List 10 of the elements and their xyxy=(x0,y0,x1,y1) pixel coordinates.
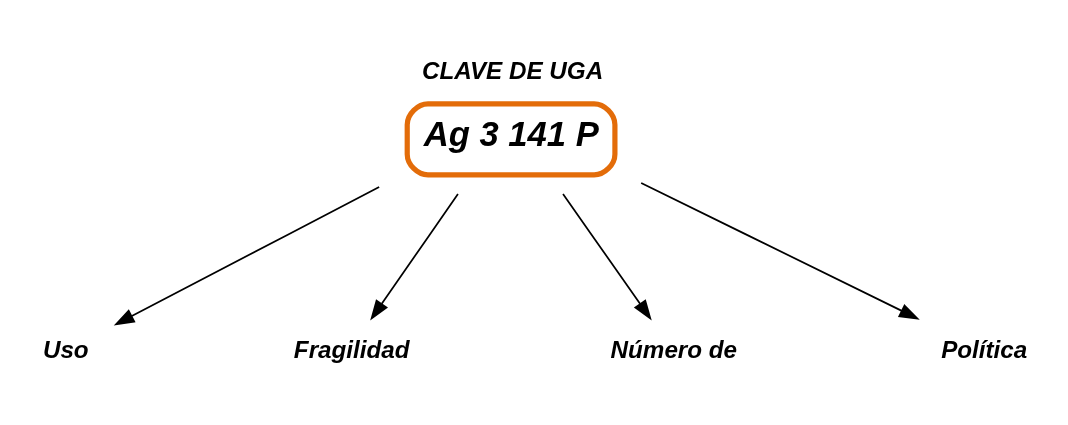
node-text: Uso xyxy=(42,335,89,363)
arrow xyxy=(113,185,380,325)
arrow xyxy=(562,192,652,320)
node-text: Política xyxy=(941,335,1028,363)
node-text: Fragilidad xyxy=(293,335,410,363)
node-box: Ag 3 141 P xyxy=(404,100,618,177)
node-label: CLAVE DE UGA xyxy=(421,56,604,84)
arrow xyxy=(370,192,459,320)
arrow xyxy=(640,181,920,320)
node-text: Número de xyxy=(610,335,738,363)
